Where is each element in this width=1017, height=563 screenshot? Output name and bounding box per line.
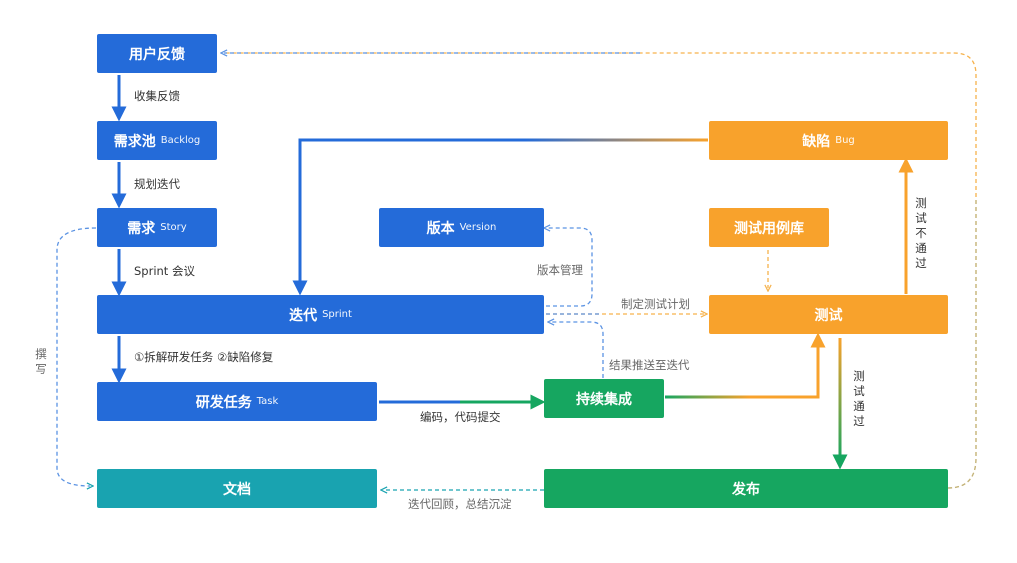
label-write: 撰写 <box>35 347 47 376</box>
node-label: 研发任务 <box>195 394 252 411</box>
node-sprint[interactable]: 迭代 Sprint <box>97 295 544 334</box>
node-label: 发布 <box>732 481 760 498</box>
node-backlog[interactable]: 需求池 Backlog <box>97 121 217 160</box>
node-sublabel: Bug <box>835 135 855 146</box>
label-breakdown: ①拆解研发任务 ②缺陷修复 <box>134 350 274 364</box>
node-version[interactable]: 版本 Version <box>379 208 544 247</box>
node-bug[interactable]: 缺陷 Bug <box>709 121 948 160</box>
node-label: 需求 <box>127 220 156 237</box>
node-task[interactable]: 研发任务 Task <box>97 382 377 421</box>
label-retro: 迭代回顾，总结沉淀 <box>408 497 512 511</box>
node-doc[interactable]: 文档 <box>97 469 377 508</box>
node-label: 版本 <box>426 220 455 237</box>
node-user-feedback[interactable]: 用户反馈 <box>97 34 217 73</box>
node-sublabel: Version <box>459 222 497 233</box>
label-plan-sprint: 规划迭代 <box>134 177 180 191</box>
node-sublabel: Story <box>160 222 187 233</box>
label-test-pass: 测试通过 <box>853 369 865 428</box>
edge-ci-test <box>665 332 826 399</box>
node-ci[interactable]: 持续集成 <box>544 379 664 418</box>
node-label: 持续集成 <box>576 391 632 408</box>
label-sprint-meeting: Sprint 会议 <box>134 264 195 278</box>
node-label: 用户反馈 <box>129 46 185 63</box>
node-sublabel: Backlog <box>160 135 201 146</box>
edge-bug-sprint <box>292 138 708 296</box>
node-label: 文档 <box>223 481 251 498</box>
node-story[interactable]: 需求 Story <box>97 208 217 247</box>
node-testcase-lib[interactable]: 测试用例库 <box>709 208 829 247</box>
node-label: 迭代 <box>289 307 318 324</box>
edge-sprint-version <box>546 228 593 307</box>
label-test-plan: 制定测试计划 <box>621 297 690 311</box>
label-push-result: 结果推送至迭代 <box>609 358 690 372</box>
label-collect-feedback: 收集反馈 <box>134 89 180 103</box>
node-test[interactable]: 测试 <box>709 295 948 334</box>
edge-story-doc <box>56 227 97 486</box>
node-sublabel: Sprint <box>322 309 352 320</box>
edge-ci-sprint <box>551 322 604 378</box>
node-label: 测试 <box>814 307 843 324</box>
node-label: 缺陷 <box>802 133 831 150</box>
node-release[interactable]: 发布 <box>544 469 948 508</box>
label-test-fail: 测试不通过 <box>915 196 927 270</box>
label-coding: 编码，代码提交 <box>420 410 501 424</box>
node-label: 测试用例库 <box>734 220 804 237</box>
node-label: 需求池 <box>113 133 156 150</box>
node-sublabel: Task <box>256 396 279 407</box>
label-version-mgmt: 版本管理 <box>537 263 583 277</box>
